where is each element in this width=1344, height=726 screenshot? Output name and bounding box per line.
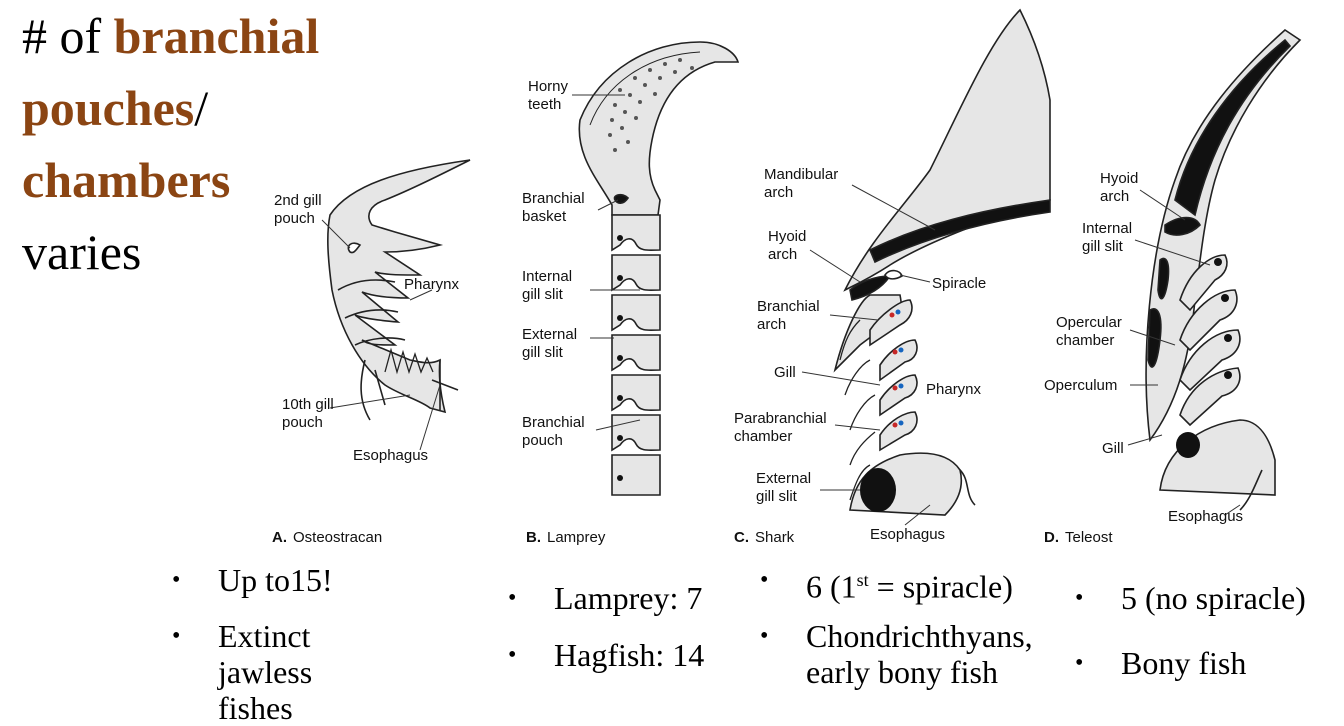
label-hyoid-arch-d: Hyoid arch — [1100, 170, 1139, 205]
bullet-dot: • — [508, 585, 517, 611]
label-2nd-gill-pouch: 2nd gill pouch — [274, 192, 322, 227]
lamprey-drawing — [578, 41, 740, 496]
label-internal-gill-slit-b: Internal gill slit — [522, 268, 573, 303]
bullet-c-1-text: 6 (1st = spiracle) — [806, 562, 1013, 605]
caption-text-b: Lamprey — [547, 529, 606, 546]
bullet-dot: • — [1075, 650, 1084, 676]
lamprey-segments — [611, 214, 661, 496]
shark-leaders — [801, 184, 936, 526]
title-slash: / — [194, 80, 209, 136]
caption-letter-d: D. — [1044, 529, 1059, 546]
caption-letter-a: A. — [272, 529, 287, 546]
label-pharynx-a: Pharynx — [404, 276, 460, 293]
label-branchial-arch: Branchial arch — [757, 298, 820, 333]
caption-letter-c: C. — [734, 529, 749, 546]
bullet-c-2-text: Chondrichthyans, early bony fish — [806, 618, 1033, 690]
label-pharynx-c: Pharynx — [926, 381, 982, 398]
bullet-dot: • — [508, 642, 517, 668]
label-mandibular-arch: Mandibular arch — [764, 166, 839, 201]
bullet-d-2-text: Bony fish — [1121, 645, 1247, 681]
bullet-c-1-sup: st — [856, 570, 869, 590]
bullet-dot: • — [760, 623, 769, 649]
label-branchial-pouch: Branchial pouch — [522, 414, 585, 449]
teleost-drawing — [1145, 28, 1302, 511]
caption-text-d: Teleost — [1065, 529, 1113, 546]
caption-lamprey: B. Lamprey — [526, 529, 605, 546]
osteostracan-drawing — [327, 159, 471, 421]
title-varies: varies — [22, 224, 142, 280]
shark-drawing — [833, 8, 1051, 516]
bullet-d-1-text: 5 (no spiracle) — [1121, 580, 1306, 616]
label-10th-gill-pouch: 10th gill pouch — [282, 396, 334, 431]
bullet-c-1-post: = spiracle) — [868, 568, 1013, 605]
caption-text-c: Shark — [755, 529, 795, 546]
bullet-c-1-pre: 6 (1 — [806, 568, 857, 605]
label-external-gill-slit-c: External gill slit — [756, 470, 812, 505]
label-gill-d: Gill — [1102, 440, 1124, 457]
label-spiracle: Spiracle — [932, 275, 987, 292]
label-parabranchial-chamber: Parabranchial chamber — [734, 410, 827, 445]
caption-osteostracan: A. Osteostracan — [272, 529, 382, 546]
caption-letter-b: B. — [526, 529, 541, 546]
label-operculum: Operculum — [1044, 377, 1118, 394]
label-esophagus-c: Esophagus — [870, 526, 946, 543]
title-branchial: branchial — [113, 8, 320, 64]
horny-teeth-dots — [608, 58, 694, 152]
osteostracan-leaders — [321, 219, 441, 451]
bullet-dot: • — [172, 567, 181, 593]
label-internal-gill-slit-d: Internal gill slit — [1082, 220, 1133, 255]
bullet-dot: • — [1075, 585, 1084, 611]
label-external-gill-slit-b: External gill slit — [522, 326, 578, 361]
lamprey-leaders — [572, 94, 641, 431]
label-hyoid-arch-c: Hyoid arch — [768, 228, 807, 263]
label-gill-c: Gill — [774, 364, 796, 381]
label-branchial-basket: Branchial basket — [522, 190, 585, 225]
label-esophagus-a: Esophagus — [353, 447, 429, 464]
title-prefix: # of — [22, 8, 114, 64]
caption-teleost: D. Teleost — [1044, 529, 1113, 546]
caption-text-a: Osteostracan — [293, 529, 383, 546]
teleost-leaders — [1127, 189, 1241, 516]
caption-shark: C. Shark — [734, 529, 794, 546]
bullet-dot: • — [172, 623, 181, 649]
title-pouches: pouches — [22, 80, 195, 136]
bullet-a-2-text: Extinct jawless fishes — [218, 618, 313, 726]
gill-anatomy-illustration — [321, 8, 1302, 526]
bullet-dot: • — [760, 567, 769, 593]
bullet-a-1-text: Up to15! — [218, 562, 333, 598]
bullet-b-1-text: Lamprey: 7 — [554, 580, 703, 616]
bullet-b-2-text: Hagfish: 14 — [554, 637, 705, 673]
slide-title: # of branchial pouches/ chambers varies — [22, 0, 319, 288]
label-opercular-chamber: Opercular chamber — [1056, 314, 1122, 349]
title-chambers: chambers — [22, 152, 231, 208]
label-horny-teeth: Horny teeth — [528, 78, 569, 113]
label-esophagus-d: Esophagus — [1168, 508, 1244, 525]
